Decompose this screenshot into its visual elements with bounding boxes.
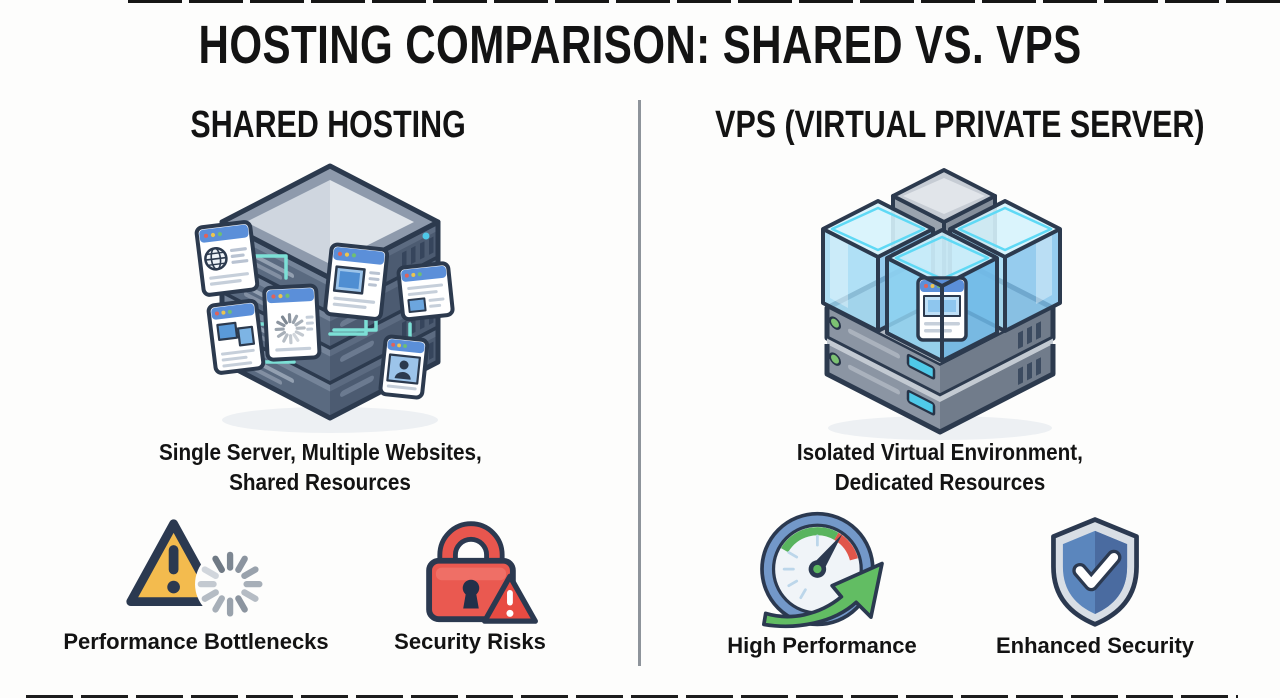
shared-caption-line1: Single Server, Multiple Websites, bbox=[158, 439, 482, 465]
vps-caption-line1: Isolated Virtual Environment, bbox=[796, 439, 1084, 465]
feature-label: High Performance bbox=[727, 633, 917, 658]
feature-label: Security Risks bbox=[394, 629, 546, 654]
column-heading-shared: SHARED HOSTING bbox=[190, 104, 466, 146]
vps-caption: Isolated Virtual Environment, Dedicated … bbox=[640, 437, 1240, 497]
column-heading-vps: VPS (VIRTUAL PRIVATE SERVER) bbox=[715, 104, 1205, 146]
top-edge-artifact bbox=[128, 0, 1280, 3]
lock-warning-icon bbox=[425, 521, 538, 624]
column-divider bbox=[638, 100, 641, 666]
virtualized-server-cubes-illustration bbox=[821, 168, 1062, 440]
shared-server-stack-illustration bbox=[194, 163, 455, 433]
feature-security-risks: Security Risks bbox=[345, 514, 595, 655]
warning-spinner-icon bbox=[126, 519, 266, 620]
feature-enhanced-security: Enhanced Security bbox=[968, 512, 1222, 659]
feature-label: Performance Bottlenecks bbox=[63, 629, 329, 654]
feature-label: Enhanced Security bbox=[995, 633, 1195, 658]
speedometer-arrow-icon bbox=[760, 511, 884, 629]
shared-caption: Single Server, Multiple Websites, Shared… bbox=[0, 437, 640, 497]
page-title: HOSTING COMPARISON: SHARED VS. VPS bbox=[198, 15, 1082, 75]
feature-high-performance: High Performance bbox=[690, 510, 954, 659]
vps-caption-line2: Dedicated Resources bbox=[834, 469, 1046, 495]
shield-check-icon bbox=[1051, 517, 1139, 627]
shared-caption-line2: Shared Resources bbox=[229, 469, 411, 495]
feature-performance-bottlenecks: Performance Bottlenecks bbox=[56, 514, 336, 655]
bottom-edge-artifact bbox=[26, 695, 1238, 698]
